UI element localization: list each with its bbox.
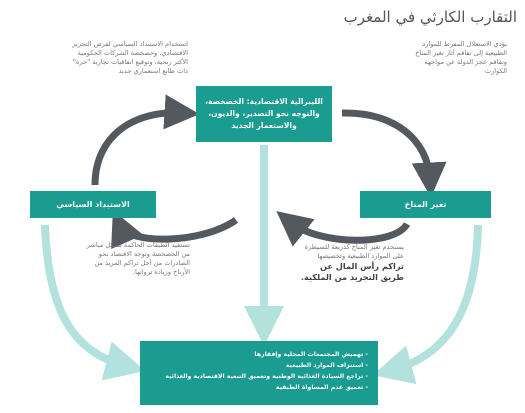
box-climate-change: تغير المناخ <box>360 191 491 218</box>
page-title: التقارب الكارثي في المغرب <box>343 8 517 26</box>
box-economic-liberalism: الليبرالية الاقتصادية: الخصخصة، والتوجه … <box>196 86 332 142</box>
box-outcomes: - تهميش المجتمعات المحلية وإفقارها - است… <box>140 341 378 405</box>
note-bottom-left: تستفيد الطبقات الحاكمة بشكل مباشر من الخ… <box>86 241 190 276</box>
arrow-left-to-top <box>91 94 200 186</box>
arrow-left-to-bottom <box>41 224 146 381</box>
note-top-left: استخدام الاستبداد السياسي لفرض التحرير ا… <box>72 40 188 75</box>
arrow-top-to-left <box>111 210 238 250</box>
outcome-item: - تهميش المجتمعات المحلية وإفقارها <box>254 351 368 358</box>
arrow-top-to-right <box>341 109 447 198</box>
arrow-right-to-top <box>276 211 411 247</box>
outcome-item: - تراجع السيادة الغذائية الوطنية وتعميق … <box>165 373 368 380</box>
arrow-right-to-bottom <box>372 224 482 385</box>
note-bottom-center: يستخدم تغير المناخ كذريعة للسيطرة على ال… <box>300 243 404 283</box>
outcome-item: - تعميق عدم المساواة الطبقية <box>275 384 368 391</box>
note-bottom-center-small: يستخدم تغير المناخ كذريعة للسيطرة على ال… <box>304 243 404 260</box>
box-political-authoritarianism: الاستبداد السياسي <box>30 191 156 218</box>
note-bottom-center-big: تراكم رأس المال عن طريق التجريد من الملك… <box>300 261 404 282</box>
outcome-item: - استنزاف الموارد الطبيعية <box>285 362 368 369</box>
note-top-right: يؤدي الاستغلال المفرط للموارد الطبيعية إ… <box>415 40 507 75</box>
